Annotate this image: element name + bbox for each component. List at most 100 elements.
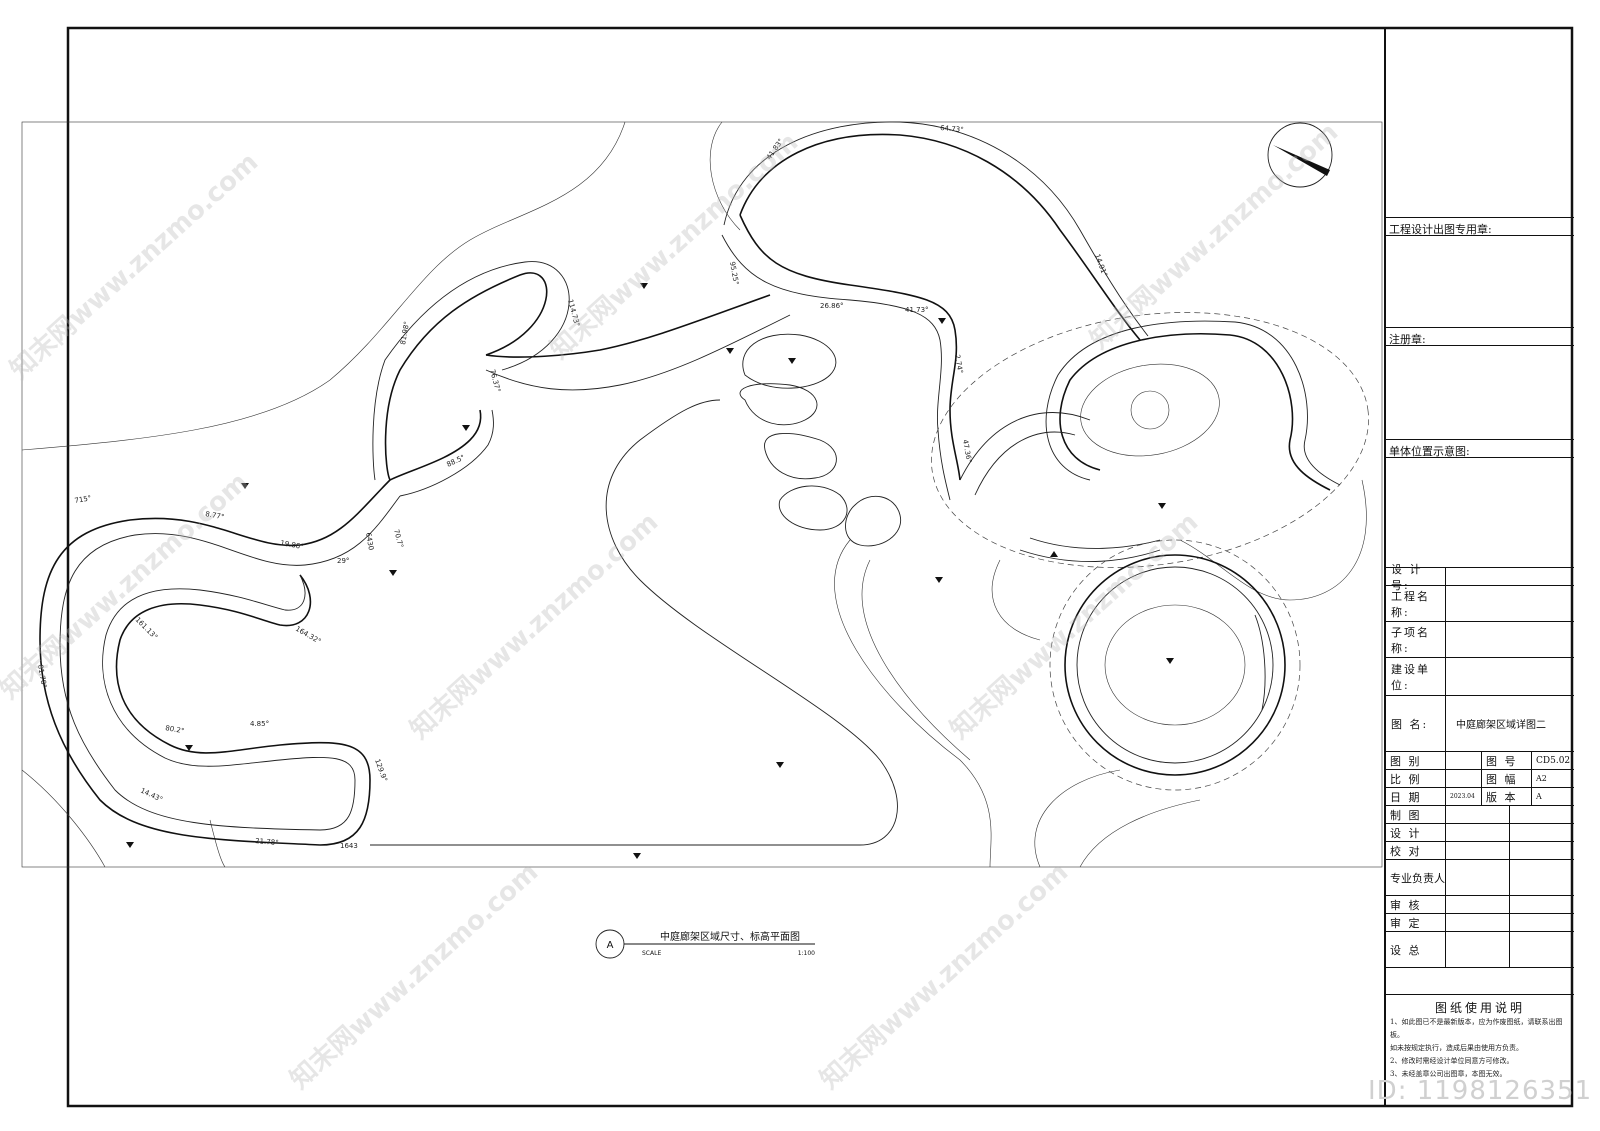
category-row: 图 别 图 号 CD5.02 — [1386, 752, 1574, 770]
dimension-labels: 64.73°41.83°14.91°95.25°26.86°41.73°2.74… — [36, 124, 1109, 850]
drawing-frame — [66, 26, 1574, 1108]
dimension-label: 29° — [337, 557, 349, 565]
chief-row: 设 总 — [1386, 932, 1574, 968]
note-line: 如未按规定执行，造成后果由使用方负责。 — [1390, 1044, 1523, 1052]
watermarks: 知末网www.znzmo.com 知末网www.znzmo.com 知末网www… — [0, 117, 1344, 1095]
landscape-curves — [21, 121, 1367, 868]
dimension-label: 8.77° — [205, 510, 225, 521]
watermark-3: 知末网www.znzmo.com — [1085, 117, 1345, 355]
drawn-row: 制 图 — [1386, 806, 1574, 824]
tb-seal: 工程设计出图专用章: — [1386, 218, 1574, 328]
dimension-label: 95.25° — [728, 261, 740, 286]
elevation-markers — [126, 283, 1174, 859]
dimension-label: 715° — [74, 494, 92, 505]
tb-top-blank — [1386, 28, 1574, 218]
note-line: 2、修改时需经设计单位同意方可修改。 — [1390, 1057, 1514, 1065]
date-value: 2023.04 — [1446, 788, 1482, 805]
drawing-name-row: 图 名: 中庭廊架区域详图二 — [1386, 696, 1574, 752]
category-label: 图 别 — [1386, 752, 1446, 769]
project-name-row: 工程名称: — [1386, 586, 1574, 622]
version-label: 版 本 — [1482, 788, 1532, 805]
watermark-4: 知末网www.znzmo.com — [0, 467, 254, 705]
dimension-label: 4.85° — [250, 720, 269, 728]
owner-row: 建设单位: — [1386, 658, 1574, 696]
dimension-label: 64.73° — [940, 124, 964, 134]
registration-label: 注册章: — [1386, 328, 1574, 346]
watermark-8: 知末网www.znzmo.com — [815, 857, 1075, 1095]
dimension-label: 80.2° — [165, 724, 185, 735]
dimension-label: 76.37° — [488, 368, 502, 393]
site-boundary — [21, 121, 1383, 868]
title-block: 工程设计出图专用章: 注册章: 单体位置示意图: 设 计 号: 工程名称: 子项… — [1384, 28, 1574, 1109]
design-row: 设 计 — [1386, 824, 1574, 842]
approve-row: 审 定 — [1386, 914, 1574, 932]
drawing-name-value: 中庭廊架区域详图二 — [1456, 720, 1546, 731]
dimension-label: 14.43° — [139, 787, 164, 804]
lead-row: 专业负责人 — [1386, 860, 1574, 896]
dimension-label: 70.7° — [392, 528, 405, 549]
dimension-label: 19.86° — [280, 539, 305, 551]
size-value: A2 — [1536, 774, 1547, 783]
caption-scale-value: 1:100 — [798, 950, 815, 957]
size-label: 图 幅 — [1482, 770, 1532, 787]
scale-label: 比 例 — [1386, 770, 1446, 787]
owner-label: 建设单位: — [1386, 658, 1446, 695]
dimension-label: 2.74° — [953, 354, 964, 374]
pavilion-lower — [1049, 539, 1301, 791]
sub-item-label: 子项名称: — [1386, 622, 1446, 657]
location-label: 单体位置示意图: — [1386, 440, 1574, 458]
design-no-label: 设 计 号: — [1386, 563, 1446, 592]
id-tag: ID: 1198126351 — [1368, 1076, 1593, 1106]
drawn-label: 制 图 — [1386, 806, 1446, 823]
check-row: 校 对 — [1386, 842, 1574, 860]
dimension-label: 21.78° — [255, 837, 279, 847]
dimension-label: 47.36° — [961, 439, 973, 464]
dimension-label: 129.9° — [373, 758, 389, 783]
design-label: 设 计 — [1386, 824, 1446, 841]
tb-location: 单体位置示意图: — [1386, 440, 1574, 568]
chief-label: 设 总 — [1386, 932, 1446, 967]
caption-scale-label: SCALE — [642, 950, 661, 957]
watermark-7: 知末网www.znzmo.com — [285, 857, 545, 1095]
caption-symbol: A — [607, 940, 614, 951]
dimension-label: 1643 — [340, 842, 358, 850]
watermark-5: 知末网www.znzmo.com — [405, 507, 665, 745]
version-value: A — [1536, 792, 1542, 801]
dimension-label: 161.13° — [134, 616, 159, 641]
tb-registration: 注册章: — [1386, 328, 1574, 440]
dimension-label: 6430 — [364, 532, 375, 551]
watermark-1: 知末网www.znzmo.com — [5, 147, 265, 385]
check-label: 校 对 — [1386, 842, 1446, 859]
project-name-label: 工程名称: — [1386, 586, 1446, 621]
date-row: 日 期 2023.04 版 本 A — [1386, 788, 1574, 806]
notes-title: 图纸使用说明 — [1434, 1001, 1525, 1015]
drawing-name-label: 图 名: — [1386, 696, 1446, 751]
note-line: 3、未经盖章公司出图章，本图无效。 — [1390, 1070, 1507, 1078]
usage-notes: 图纸使用说明 1、如此图已不是最新版本，应为作废图纸，请联系出图板。 如未按规定… — [1386, 994, 1574, 1109]
number-value: CD5.02 — [1536, 755, 1571, 766]
dimension-label: 26.86° — [820, 302, 844, 310]
dimension-label: 81.78° — [36, 664, 48, 689]
pavilion-upper — [931, 312, 1369, 568]
review-row: 审 核 — [1386, 896, 1574, 914]
dimension-label: 81.98° — [399, 321, 411, 346]
approve-label: 审 定 — [1386, 914, 1446, 931]
sub-item-row: 子项名称: — [1386, 622, 1574, 658]
dimension-label: 14.91° — [1093, 253, 1109, 278]
design-no-row: 设 计 号: — [1386, 563, 1574, 592]
dimension-label: 164.32° — [294, 625, 322, 646]
serpentine-walkway — [39, 121, 1149, 846]
lead-label: 专业负责人 — [1386, 860, 1446, 895]
seal-label: 工程设计出图专用章: — [1386, 218, 1574, 236]
note-line: 1、如此图已不是最新版本，应为作废图纸，请联系出图板。 — [1390, 1018, 1563, 1039]
dimension-label: 41.73° — [905, 306, 929, 314]
review-label: 审 核 — [1386, 896, 1446, 913]
north-arrow — [1267, 122, 1333, 188]
drawing-caption: A 中庭廊架区域尺寸、标高平面图 SCALE 1:100 — [595, 929, 815, 959]
caption-title: 中庭廊架区域尺寸、标高平面图 — [660, 930, 800, 943]
scale-row: 比 例 图 幅 A2 — [1386, 770, 1574, 788]
date-label: 日 期 — [1386, 788, 1446, 805]
stepping-stones — [739, 333, 902, 547]
number-label: 图 号 — [1482, 752, 1532, 769]
